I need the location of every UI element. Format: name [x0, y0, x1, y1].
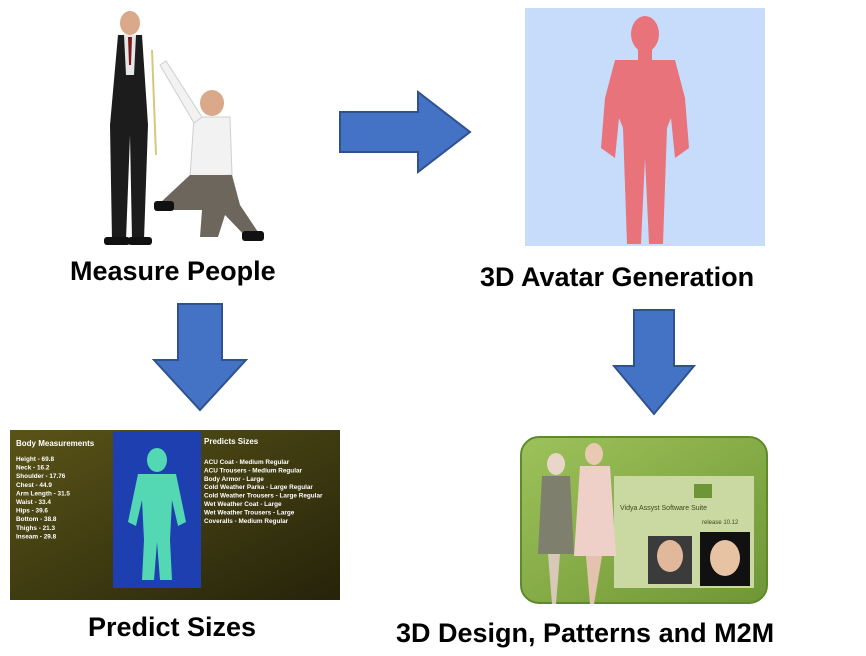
arrow-down-left — [152, 303, 248, 412]
measurement-item-0: Height - 69.8 — [16, 456, 54, 463]
label-design-patterns: 3D Design, Patterns and M2M — [396, 618, 775, 648]
measurement-item-2: Shoulder - 17.76 — [16, 473, 66, 480]
measurement-item-4: Arm Length - 31.5 — [16, 490, 70, 497]
arrow-right — [339, 90, 472, 174]
label-measure-people: Measure People — [70, 256, 276, 286]
predicts-sizes-title: Predicts Sizes — [204, 437, 259, 446]
measurement-item-5: Waist - 33.4 — [16, 499, 51, 506]
size-item-2: Body Armor - Large — [204, 476, 264, 483]
label-avatar-generation: 3D Avatar Generation — [480, 262, 755, 292]
size-item-5: Wet Weather Coat - Large — [204, 501, 282, 508]
measurement-item-8: Thighs - 21.3 — [16, 525, 56, 532]
size-item-6: Wet Weather Trousers - Large — [204, 509, 295, 516]
measure-people-image — [104, 11, 264, 245]
size-item-7: Coveralls - Medium Regular — [204, 518, 289, 525]
size-item-1: ACU Trousers - Medium Regular — [204, 467, 303, 474]
measurement-item-7: Bottom - 38.8 — [16, 516, 57, 523]
measurement-item-9: Inseam - 29.8 — [16, 533, 57, 540]
measurement-item-1: Neck - 16.2 — [16, 465, 50, 472]
design-software-image: Vidya Assyst Software Suite release 10.1… — [520, 436, 768, 604]
software-suite-title: Vidya Assyst Software Suite — [620, 505, 707, 512]
size-item-0: ACU Coat - Medium Regular — [204, 459, 290, 466]
arrow-down-right — [612, 309, 696, 416]
measurement-item-6: Hips - 39.6 — [16, 508, 48, 515]
measurement-item-3: Chest - 44.9 — [16, 482, 52, 489]
software-release: release 10.12 — [702, 520, 739, 526]
size-item-4: Cold Weather Trousers - Large Regular — [204, 493, 323, 500]
label-predict-sizes: Predict Sizes — [88, 612, 257, 642]
body-measurements-title: Body Measurements — [16, 439, 95, 448]
size-item-3: Cold Weather Parka - Large Regular — [204, 484, 313, 491]
avatar-image — [525, 8, 765, 246]
